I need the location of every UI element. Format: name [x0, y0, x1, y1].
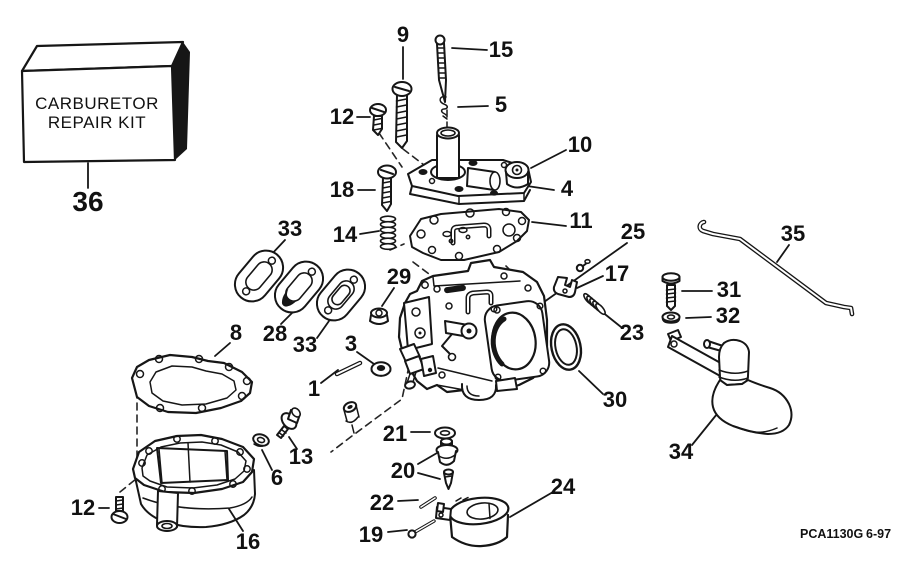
callout-31: 31: [717, 277, 741, 302]
flange-gasket-33-right: [315, 268, 367, 322]
callout-17: 17: [605, 261, 629, 286]
nut-3: [370, 361, 392, 377]
flange-gasket-33-left: [233, 249, 285, 303]
callout-1: 1: [308, 376, 320, 401]
carburetor-body: [397, 258, 551, 401]
repair-kit-box: CARBURETOR REPAIR KIT: [20, 40, 190, 189]
callout-6: 6: [271, 465, 283, 490]
needle-seat-20: [435, 437, 459, 490]
callout-33-right: 33: [293, 332, 317, 357]
callout-18: 18: [330, 177, 354, 202]
intake-elbow-34: [667, 329, 793, 435]
nut-29: [369, 307, 389, 325]
callout-8: 8: [230, 320, 242, 345]
callout-5: 5: [495, 92, 507, 117]
callout-12-bottom: 12: [71, 495, 95, 520]
callout-32: 32: [716, 303, 740, 328]
callout-13: 13: [289, 444, 313, 469]
carburetor-cover-assembly: [407, 126, 532, 205]
callout-33-left: 33: [278, 216, 302, 241]
diagram-date: 6-97: [866, 527, 891, 541]
callout-20: 20: [391, 458, 415, 483]
callout-16: 16: [236, 529, 260, 554]
washer-6: [252, 433, 270, 447]
hinge-pin-19: [407, 519, 436, 539]
callout-19: 19: [359, 522, 383, 547]
callout-23: 23: [620, 320, 644, 345]
footer: PCA1130G 6-97: [800, 527, 891, 541]
callout-30: 30: [603, 387, 627, 412]
washer-32: [661, 311, 681, 324]
callout-35: 35: [781, 221, 805, 246]
callout-21: 21: [383, 421, 407, 446]
spring-23: [583, 292, 606, 316]
callout-11: 11: [569, 208, 592, 233]
kit-box-line2: REPAIR KIT: [48, 113, 146, 132]
diagram-code: PCA1130G: [800, 527, 863, 541]
screw-18: [377, 164, 397, 212]
callout-4: 4: [561, 176, 574, 201]
callout-36: 36: [72, 186, 103, 217]
callout-9: 9: [397, 22, 409, 47]
pin-22: [419, 496, 437, 509]
fork-clip-17: [552, 276, 578, 298]
callout-10: 10: [568, 132, 592, 157]
clip-5: [439, 95, 448, 120]
callout-14: 14: [333, 222, 358, 247]
callout-12-top: 12: [330, 104, 354, 129]
callout-29: 29: [387, 264, 411, 289]
callout-24: 24: [551, 474, 576, 499]
seat-gasket-21: [434, 426, 456, 440]
screw-9: [391, 81, 413, 149]
callout-34: 34: [669, 439, 694, 464]
screw-12-top: [369, 103, 387, 136]
needle-valve-15: [434, 34, 447, 103]
screw-25: [575, 258, 591, 273]
small-bushing-part: [342, 401, 360, 434]
o-ring-30: [549, 323, 583, 371]
callout-22: 22: [370, 490, 394, 515]
callout-labels: 36 9 15 5 12 10 4 18 11 14 33 29 25 17 3…: [71, 22, 805, 554]
spacer-28: [273, 260, 325, 314]
kit-box-line1: CARBURETOR: [35, 94, 159, 113]
callout-28: 28: [263, 321, 287, 346]
screw-12-bottom: [110, 496, 129, 524]
callout-25: 25: [621, 219, 645, 244]
callout-3: 3: [345, 331, 357, 356]
callout-15: 15: [489, 37, 513, 62]
cover-gasket-11: [409, 207, 530, 261]
link-rod-35: [697, 219, 855, 317]
float-bowl-16: [131, 433, 256, 532]
drain-screw-13: [276, 407, 301, 439]
pin-1: [334, 360, 363, 377]
bowl-gasket-8: [130, 353, 254, 415]
screw-31: [661, 272, 681, 311]
float-24: [435, 496, 510, 548]
spring-14: [379, 215, 397, 251]
